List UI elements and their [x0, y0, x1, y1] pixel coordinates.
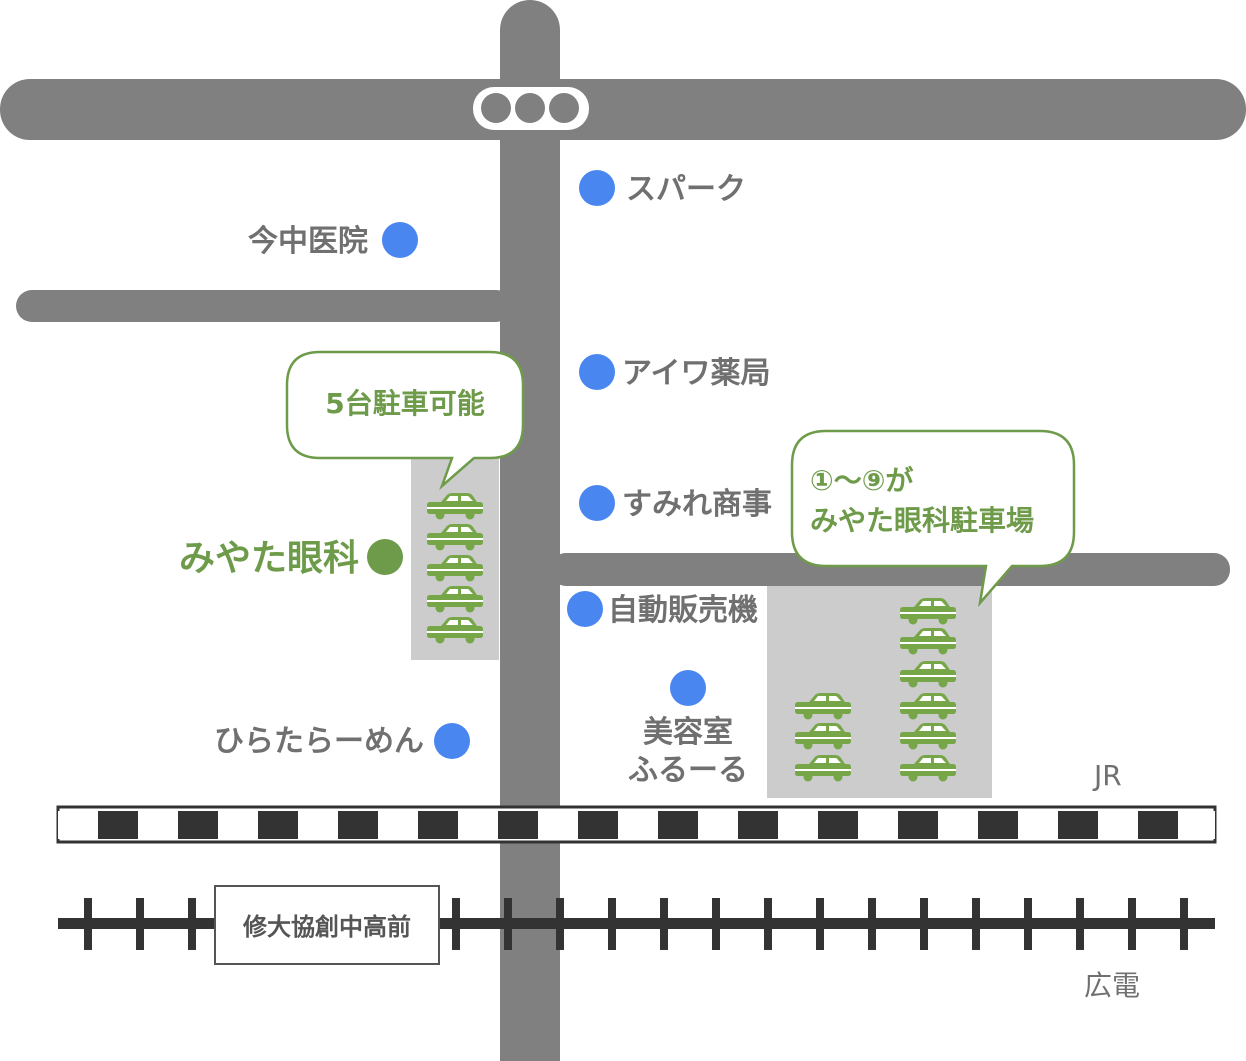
- station-name: 修大協創中高前: [242, 913, 411, 941]
- bubble-right: ①〜⑨が みやた眼科駐車場: [790, 429, 1076, 608]
- marker-ramen: [434, 723, 470, 759]
- marker-salon: [670, 670, 706, 706]
- label-aiwa: アイワ薬局: [622, 356, 771, 391]
- label-sumire: すみれ商事: [622, 487, 772, 522]
- station-sign: 修大協創中高前: [214, 885, 440, 965]
- label-ramen: ひらたらーめん: [214, 724, 424, 759]
- label-spark: スパーク: [626, 172, 746, 207]
- marker-spark: [579, 170, 615, 206]
- tram-line: [58, 898, 1215, 950]
- label-salon-line2: ふるーる: [628, 753, 748, 788]
- landmark-markers: [382, 170, 706, 759]
- jr-railway: [56, 805, 1217, 844]
- clinic-name: みやた眼科: [179, 538, 359, 579]
- label-salon-line1: 美容室: [643, 715, 733, 750]
- traffic-signal-icon: [473, 87, 589, 130]
- main-road-horizontal: [0, 79, 1246, 140]
- bubble-right-line2: みやた眼科駐車場: [810, 504, 1034, 537]
- label-vending: 自動販売機: [608, 593, 758, 628]
- label-jr: JR: [1092, 759, 1122, 792]
- clinic-marker: [367, 539, 403, 575]
- marker-vending: [567, 591, 603, 627]
- bubble-left: 5台駐車可能: [285, 350, 525, 491]
- marker-aiwa: [579, 354, 615, 390]
- label-tram: 広電: [1084, 969, 1140, 1002]
- bubble-left-text: 5台駐車可能: [325, 387, 484, 420]
- label-imanaka: 今中医院: [248, 224, 368, 259]
- bubble-right-line1: ①〜⑨が: [810, 464, 913, 497]
- side-road-west: [16, 290, 512, 322]
- marker-imanaka: [382, 222, 418, 258]
- marker-sumire: [579, 485, 615, 521]
- main-road-vertical: [500, 0, 560, 1061]
- parking-lot-right: [767, 586, 992, 798]
